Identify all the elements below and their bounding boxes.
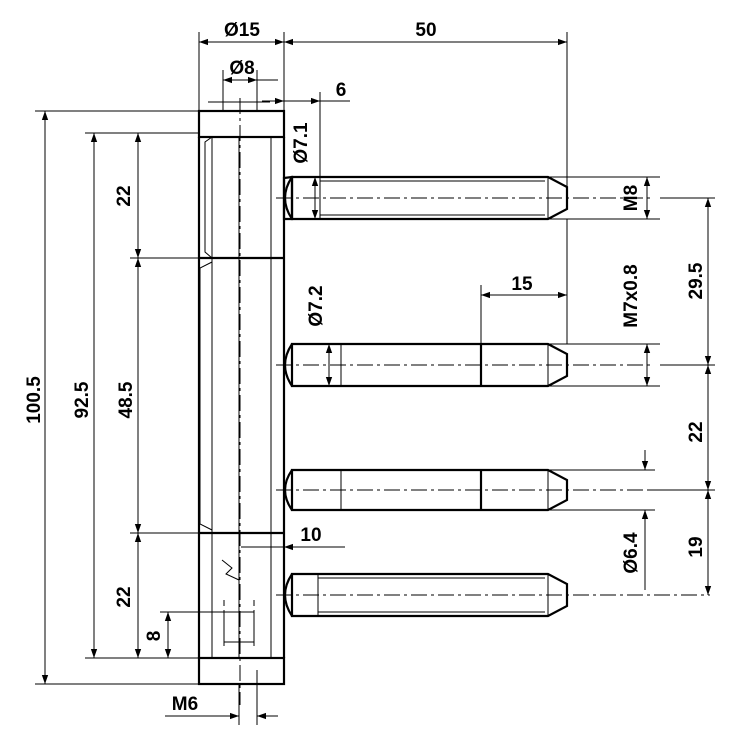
dim-len8: 8	[144, 631, 165, 642]
dim-h1005: 100.5	[24, 376, 45, 424]
dim-d19: 19	[686, 536, 707, 557]
dim-m8: M8	[621, 185, 642, 211]
dim-d8: Ø8	[229, 58, 254, 79]
dim-m7: M7x0.8	[621, 264, 642, 327]
dim-len22-top: 22	[114, 185, 135, 206]
pin-2	[276, 342, 650, 388]
hinge-body	[197, 109, 286, 686]
dim-len15: 15	[511, 274, 533, 295]
dim-m6: M6	[172, 694, 198, 715]
dim-d295: 29.5	[686, 262, 707, 299]
dimension-labels: Ø15 50 Ø8 6 Ø7.1 M8 22 29.5 M7x0.8 15 Ø7…	[24, 20, 707, 715]
pin-1	[276, 175, 650, 221]
dim-right22: 22	[686, 421, 707, 442]
dim-h925: 92.5	[72, 381, 93, 418]
dim-d6: 6	[336, 80, 347, 101]
dim-d15: Ø15	[224, 20, 260, 41]
dim-len50: 50	[415, 20, 436, 41]
dimension-lines	[35, 32, 715, 725]
dim-d64: Ø6.4	[621, 532, 642, 574]
pin-3	[276, 468, 650, 512]
dim-h485: 48.5	[116, 381, 137, 418]
dim-d71: Ø7.1	[291, 122, 312, 164]
dim-len10: 10	[300, 525, 321, 546]
dim-d72: Ø7.2	[306, 285, 327, 326]
dim-len22-bottom: 22	[114, 586, 135, 607]
pin-4	[276, 572, 710, 618]
